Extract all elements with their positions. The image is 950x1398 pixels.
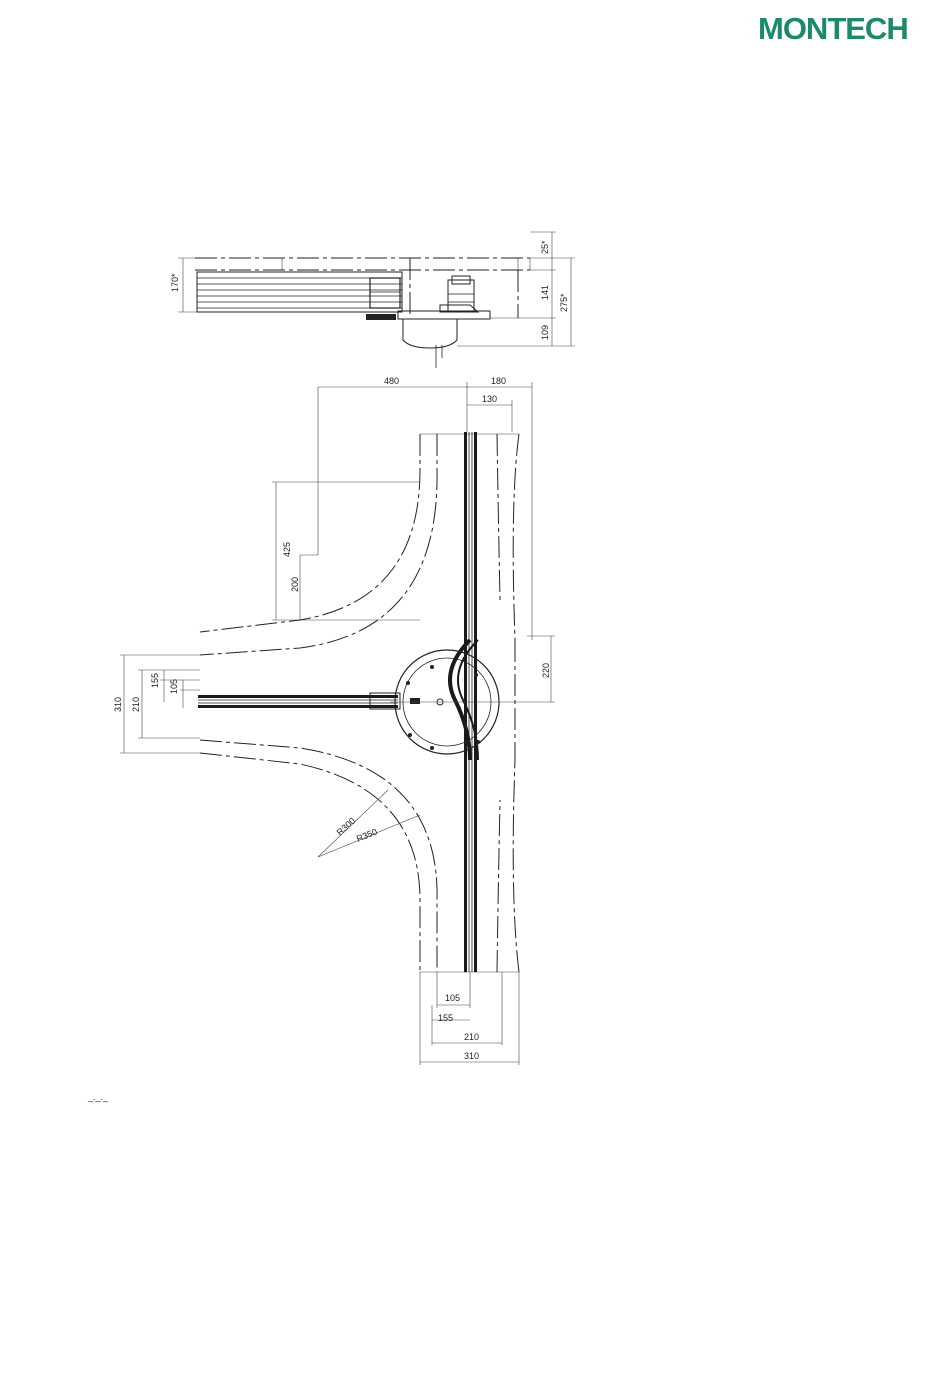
dim-155-bottom: 155 xyxy=(438,1013,453,1023)
dim-310-bottom: 310 xyxy=(464,1051,479,1061)
side-view: 170* 25* 141 109 275* xyxy=(170,232,575,368)
dim-180: 180 xyxy=(491,376,506,386)
dim-side-275: 275* xyxy=(559,293,569,312)
dim-310-left: 310 xyxy=(113,697,123,712)
dim-105-left: 105 xyxy=(169,679,179,694)
dim-r350: R350 xyxy=(355,827,379,844)
dim-200: 200 xyxy=(290,577,300,592)
plan-view: 480 180 130 425 200 xyxy=(113,376,555,1065)
dim-side-141: 141 xyxy=(540,285,550,300)
dim-105-bottom: 105 xyxy=(445,993,460,1003)
dim-155-left: 155 xyxy=(150,673,160,688)
dim-side-170: 170* xyxy=(170,273,180,292)
dim-130: 130 xyxy=(482,394,497,404)
dim-side-109: 109 xyxy=(540,325,550,340)
dim-210-left: 210 xyxy=(131,697,141,712)
legend-mark: _._._ xyxy=(87,1092,109,1102)
dim-480: 480 xyxy=(384,376,399,386)
dim-side-25: 25* xyxy=(540,240,550,254)
dim-220: 220 xyxy=(541,663,551,678)
dim-210-bottom: 210 xyxy=(464,1032,479,1042)
dim-425: 425 xyxy=(282,542,292,557)
